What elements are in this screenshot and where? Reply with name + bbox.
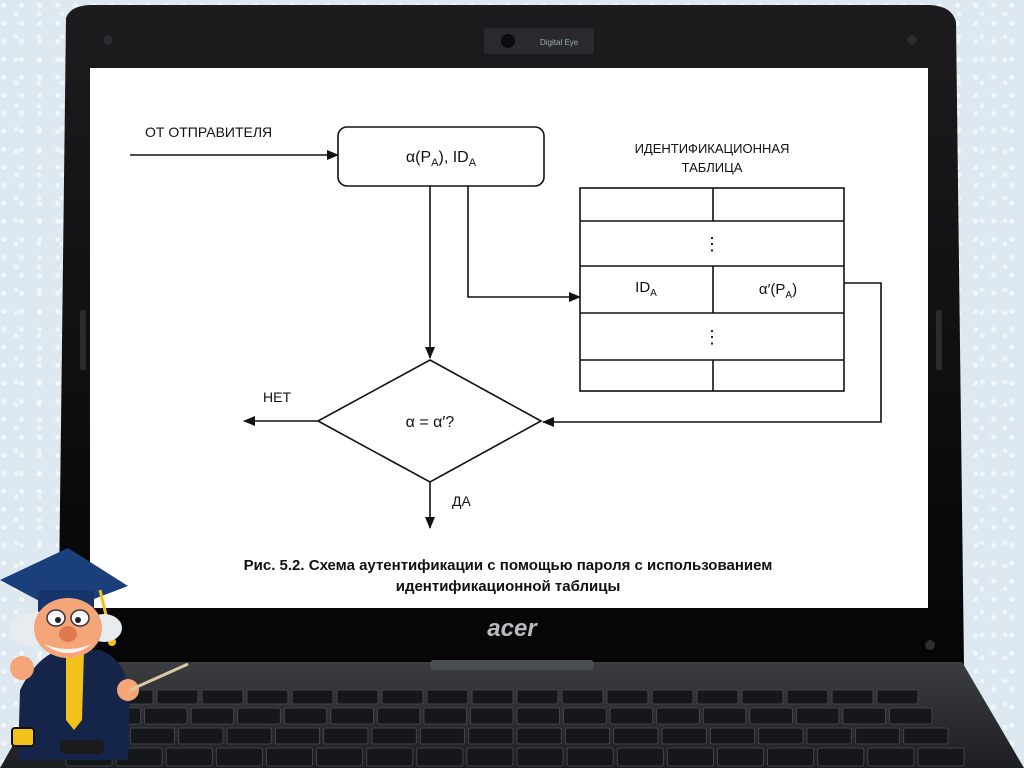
keyboard-key xyxy=(466,747,514,767)
keyboard-key xyxy=(651,689,694,705)
keyboard-key xyxy=(817,747,865,767)
diagram-labels: ОТ ОТПРАВИТЕЛЯ α(PA), IDA ИДЕНТИФИКАЦИОН… xyxy=(145,124,797,595)
auth-diagram xyxy=(130,126,882,529)
keyboard-key xyxy=(144,707,188,725)
keyboard-key xyxy=(471,689,514,705)
keyboard-key xyxy=(516,727,562,745)
keyboard-key xyxy=(795,707,840,725)
table-ellipsis-bottom: ⋮ xyxy=(703,327,721,347)
keyboard-key xyxy=(237,707,281,725)
keyboard-key xyxy=(606,689,649,705)
keyboard-key xyxy=(656,707,700,725)
keyboard-key xyxy=(702,707,747,725)
keyboard-key xyxy=(165,747,213,767)
keyboard-key xyxy=(201,689,244,705)
keyboard-key xyxy=(129,727,176,745)
keyboard-key xyxy=(178,727,224,745)
keyboard-key xyxy=(336,689,379,705)
keyboard-key xyxy=(516,707,560,725)
professor-mascot-icon xyxy=(0,548,139,760)
decision-label: α = α′? xyxy=(406,414,455,431)
keyboard-key xyxy=(226,727,272,745)
table-title-line2: ТАБЛИЦА xyxy=(682,160,743,175)
keyboard-key xyxy=(842,707,886,725)
keyboard-key xyxy=(469,707,514,725)
keyboard-key xyxy=(156,689,199,705)
input-box xyxy=(337,126,545,187)
keyboard-key xyxy=(854,727,900,745)
keyboard-key xyxy=(323,727,369,745)
no-label: НЕТ xyxy=(263,389,291,405)
id-table xyxy=(579,187,845,392)
input-box-label: α(PA), IDA xyxy=(406,149,477,169)
keyboard-key xyxy=(758,727,804,745)
keyboard-key xyxy=(749,707,793,725)
keyboard-key xyxy=(717,747,764,767)
brand-logo: acer xyxy=(487,615,538,642)
keyboard-key xyxy=(696,689,739,705)
table-ellipsis-top: ⋮ xyxy=(703,234,721,254)
keyboard-key xyxy=(316,747,364,767)
keyboard-key xyxy=(709,727,755,745)
keyboard-key xyxy=(616,747,664,767)
keyboard-key xyxy=(741,689,784,705)
laptop-keyboard xyxy=(0,660,1024,768)
yes-label: ДА xyxy=(452,493,471,509)
keyboard-key xyxy=(806,727,852,745)
keyboard-key xyxy=(876,689,919,705)
keyboard-key xyxy=(867,747,915,767)
to-table-arrow xyxy=(467,186,581,302)
keyboard-key xyxy=(889,707,933,725)
keyboard-key xyxy=(371,727,417,745)
keyboard-key xyxy=(291,689,334,705)
table-id-cell: IDA xyxy=(635,279,657,299)
keyboard-key xyxy=(661,727,707,745)
keyboard-key xyxy=(468,727,514,745)
keyboard-key xyxy=(215,747,263,767)
keyboard-key xyxy=(609,707,654,725)
keyboard-key xyxy=(426,689,469,705)
keyboard-key xyxy=(516,689,559,705)
keyboard-key xyxy=(265,747,313,767)
keyboard-key xyxy=(419,727,465,745)
keyboard-key xyxy=(561,689,604,705)
keyboard-key xyxy=(563,707,607,725)
screen xyxy=(90,68,928,608)
keyboard-key xyxy=(274,727,320,745)
keyboard-key xyxy=(917,747,965,767)
keyboard-key xyxy=(246,689,289,705)
keyboard-key xyxy=(767,747,815,767)
caption-line2: идентификационной таблицы xyxy=(396,578,621,595)
keyboard-key xyxy=(566,747,614,767)
keyboard-key xyxy=(786,689,829,705)
keyboard-key xyxy=(564,727,610,745)
caption-line1: Рис. 5.2. Схема аутентификации с помощью… xyxy=(244,557,773,574)
bezel-badge-text: Digital Eye xyxy=(540,38,579,47)
keyboard-key xyxy=(613,727,659,745)
table-value-cell: α′(PA) xyxy=(759,281,797,301)
hinge xyxy=(430,660,594,670)
keyboard-key xyxy=(376,707,421,725)
keyboard-key xyxy=(516,747,564,767)
keyboard-key xyxy=(190,707,235,725)
webcam-badge xyxy=(484,28,594,54)
keyboard-key xyxy=(381,689,424,705)
return-arrow xyxy=(542,282,882,427)
keyboard-key xyxy=(903,727,949,745)
keyboard-key xyxy=(330,707,374,725)
keyboard-key xyxy=(423,707,467,725)
pointer-stick-icon xyxy=(129,662,189,692)
key-grid xyxy=(65,689,965,767)
keyboard-key xyxy=(666,747,714,767)
table-title-line1: ИДЕНТИФИКАЦИОННАЯ xyxy=(635,141,790,156)
source-label: ОТ ОТПРАВИТЕЛЯ xyxy=(145,124,272,140)
webcam-icon xyxy=(501,34,515,48)
keyboard-key xyxy=(416,747,464,767)
keyboard-key xyxy=(283,707,328,725)
keyboard-key xyxy=(366,747,414,767)
keyboard-key xyxy=(831,689,874,705)
